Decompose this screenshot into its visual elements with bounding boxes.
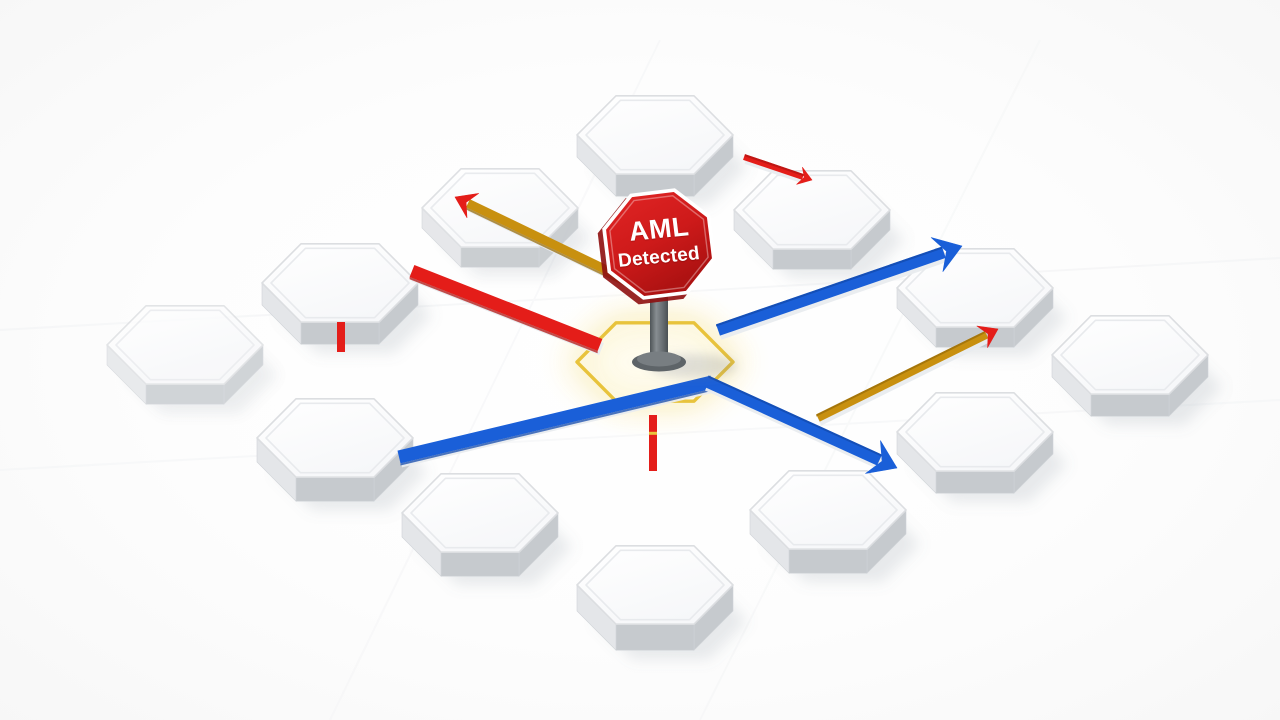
flow-stub-bar [337,322,345,352]
flow-bar-edge [466,207,647,297]
tile-inner-outline [585,99,725,171]
flow-bar-edge [816,331,985,417]
hexagon-tile[interactable] [401,473,573,586]
flow-bar-body [397,375,714,464]
tile-side-face [772,248,852,270]
flow-stub-bar [649,415,657,471]
flow-bar-body [716,246,946,336]
tile-top-face[interactable] [1051,315,1209,395]
sign-post [650,290,668,362]
hexagon-tile[interactable] [733,170,905,279]
flow-arrow-head [454,193,480,219]
tile-inner-outline [758,474,898,546]
tile-top-face[interactable] [401,473,559,553]
flow-bar-edge [400,388,714,466]
sign-plate-face [606,192,712,296]
flow-arrow-head [796,166,813,185]
flow-bar-edge [708,375,883,457]
flow-stub [649,415,657,471]
hexagon-tile[interactable] [896,248,1068,357]
tile-inner-outline [115,309,255,381]
tile-side-face [460,246,540,268]
tile-top-face[interactable] [576,95,734,175]
flow-bar-edge [716,246,942,327]
flow-bar-body [816,331,989,422]
sign-post-base-top [637,351,681,367]
tile-top-face[interactable] [896,392,1054,472]
aml-stop-sign[interactable] [593,184,737,378]
center-node-outline[interactable] [575,321,735,403]
tile-top-face[interactable] [261,243,419,323]
tile-side-face [935,470,1015,494]
tile-top-face[interactable] [749,470,907,550]
tile-top-face[interactable] [106,305,264,385]
tile-top-face[interactable] [576,545,734,625]
tiles-layer [106,95,1223,660]
hexagon-tile[interactable] [576,545,748,660]
hexagon-tile[interactable] [749,470,921,583]
flow-stub [337,322,345,352]
stop-sign-layer [593,184,737,378]
hexagon-tile[interactable] [1051,315,1223,426]
tile-inner-outline [905,396,1045,468]
hexagon-tile[interactable] [421,168,593,277]
flow-stub-marker [649,431,657,435]
tile-top-face[interactable] [421,168,579,248]
tile-side-face [145,383,225,405]
tile-top-face[interactable] [256,398,414,478]
sign-plate[interactable] [593,184,720,308]
flow-bar-edge [409,277,598,354]
tile-top-face[interactable] [733,170,891,250]
tile-top-face[interactable] [896,248,1054,328]
hexagon-tile[interactable] [261,243,433,354]
tile-inner-outline [905,252,1045,324]
sign-plate-keyline [609,195,709,293]
flow-arrow[interactable] [716,237,963,340]
flow-arrow-head [976,325,999,348]
flow-bar-body [703,375,883,466]
flow-arrow-head [930,237,963,272]
flow-arrow[interactable] [703,375,898,474]
tile-inner-outline [410,477,550,549]
tile-inner-outline [585,549,725,621]
hexagon-tile[interactable] [106,305,278,414]
tile-side-face [440,551,520,577]
hexagon-tile[interactable] [576,95,748,206]
flow-arrow[interactable] [397,375,716,468]
tile-inner-outline [265,402,405,474]
flow-bar-edge [744,154,804,177]
tile-inner-outline [270,247,410,319]
flow-bar-body [409,264,603,352]
tile-side-face [295,476,375,502]
flow-arrow[interactable] [409,264,604,356]
flow-arrows-layer [337,154,999,474]
flow-arrow[interactable] [816,325,999,426]
tile-side-face [1090,393,1170,417]
tile-side-face [615,623,695,651]
tile-inner-outline [742,174,882,246]
flow-arrow[interactable] [743,154,813,185]
hexagon-tile[interactable] [256,398,428,511]
tile-side-face [788,548,868,574]
flow-arrow-head [865,440,898,474]
tile-inner-outline [1060,319,1200,391]
hexagon-tile[interactable] [896,392,1068,503]
